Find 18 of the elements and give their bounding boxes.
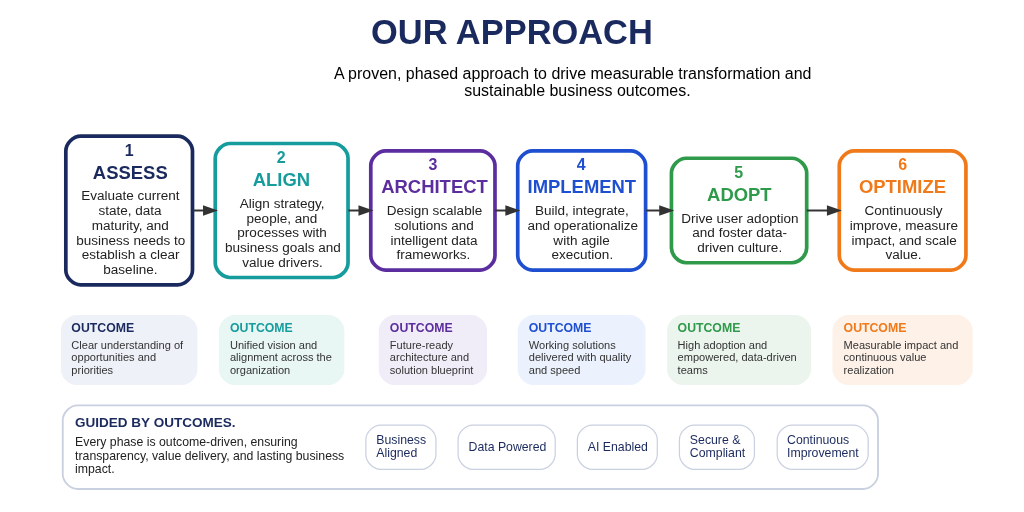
diagram-title: OUR APPROACH [370, 13, 653, 52]
node-box: 4 IMPLEMENT Build, integrate, and operationalize with agile execution. [515, 149, 647, 272]
node-box: Business Aligned [364, 424, 437, 470]
label: A proven, phased approach to drive measurable transformation and sustainable business outcomes. [333, 64, 811, 100]
node-box: Continuous Improvement [776, 424, 869, 470]
node-box: Secure & Compliant [678, 424, 755, 470]
node-box: 6 OPTIMIZE Continuously improve, measure impact, and scale value. [836, 149, 968, 272]
node-box: AI Enabled [576, 424, 658, 470]
cluster [61, 404, 879, 490]
node-box: Data Powered [456, 424, 556, 470]
node-box: OUTCOME Unified vision and alignment across the organization [218, 315, 344, 386]
node-box: 5 ADOPT Drive user adoption and foster data-driven culture. [669, 156, 809, 265]
arrow [805, 205, 842, 216]
node-box: OUTCOME Measurable impact and continuous value realization [832, 315, 973, 386]
node-box: 1 ASSESS Evaluate current state, data maturity, and business needs to establish a clear baseline. [63, 134, 194, 287]
node-box: 3 ARCHITECT Design scalable solutions and intelligent data frameworks. [368, 149, 497, 272]
node-box: 2 ALIGN Align strategy, people, and processes with business goals and value drivers. [212, 141, 350, 280]
node-text: GUIDED BY OUTCOMES. Every phase is outcome-driven, ensuring transparency, value delivery, and lasting business impact. [74, 415, 344, 477]
